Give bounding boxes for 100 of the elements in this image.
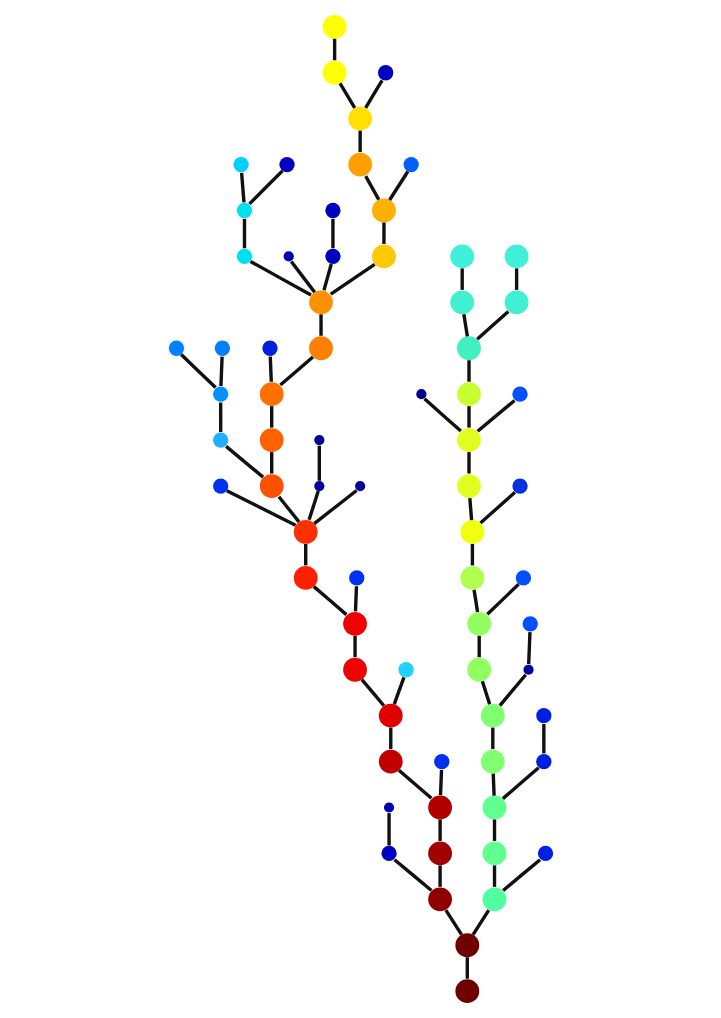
connector [306, 490, 320, 521]
node-circle [313, 435, 324, 446]
connector [353, 586, 358, 612]
node-circle [278, 156, 295, 173]
connector [465, 957, 469, 979]
node-circle [456, 382, 481, 407]
connector [498, 673, 527, 707]
connector [329, 263, 376, 296]
connector [443, 909, 463, 936]
node-circle [504, 290, 529, 315]
connector [239, 172, 246, 203]
connector [480, 680, 491, 705]
connector [338, 82, 356, 109]
node-circle [232, 156, 249, 173]
connector [397, 769, 433, 800]
node-circle [456, 474, 481, 498]
node-circle [308, 336, 333, 361]
node-circle [259, 474, 284, 498]
node-circle [348, 570, 364, 586]
connector [437, 865, 442, 887]
node-circle [535, 708, 551, 724]
node-circle [454, 933, 479, 958]
connector [321, 263, 333, 291]
node-circle [236, 202, 252, 219]
node-circle [482, 795, 506, 820]
node-circle [380, 845, 397, 862]
connector [218, 356, 224, 387]
connector [268, 356, 273, 382]
connector [514, 268, 518, 290]
node-circle [460, 566, 484, 590]
node-circle [261, 340, 278, 356]
connector [242, 218, 246, 249]
connector [332, 38, 336, 61]
connector [303, 543, 307, 566]
node-circle [456, 336, 481, 361]
node-circle [324, 202, 341, 219]
node-circle [511, 386, 528, 402]
node-circle [482, 841, 506, 866]
node-circle [168, 340, 184, 356]
connector [247, 169, 284, 206]
connector [224, 445, 264, 479]
node-circle [378, 749, 403, 774]
node-circle [308, 290, 333, 315]
connector [492, 865, 496, 887]
node-circle [480, 749, 505, 774]
connector [422, 397, 462, 433]
connector [381, 222, 386, 244]
node-circle [371, 244, 396, 269]
connector [277, 495, 300, 523]
node-circle [283, 251, 294, 262]
node-circle [456, 428, 481, 452]
node-circle [293, 566, 318, 590]
connector [466, 406, 471, 428]
connector [388, 727, 392, 750]
node-circle [342, 611, 367, 636]
connector [312, 585, 347, 616]
connector [475, 310, 509, 341]
connector [387, 170, 409, 201]
connector [477, 635, 481, 658]
node-circle [537, 845, 553, 862]
connector [225, 489, 296, 527]
connector [437, 819, 442, 841]
node-circle [378, 703, 403, 728]
node-circle [427, 795, 452, 820]
connector [438, 769, 443, 796]
connector [352, 635, 357, 658]
node-circle [433, 753, 449, 770]
connector [476, 399, 516, 433]
connector [526, 632, 532, 665]
node-circle [214, 340, 230, 356]
connector [269, 452, 273, 474]
node-circle [522, 616, 538, 632]
connector [269, 406, 273, 428]
node-circle [535, 753, 551, 770]
connector [278, 355, 314, 387]
node-circle [383, 802, 394, 813]
connector [363, 79, 384, 109]
node-circle [354, 480, 365, 492]
connector [492, 819, 496, 841]
node-circle [415, 389, 426, 400]
node-circle [322, 60, 347, 85]
connector [330, 218, 335, 249]
node-circle [212, 386, 228, 402]
node-circle [342, 657, 367, 682]
connector [318, 314, 323, 336]
node-circle [427, 841, 452, 866]
node-circle [454, 979, 479, 1004]
connector [470, 543, 474, 566]
connector [471, 909, 490, 936]
node-circle [212, 478, 228, 494]
connector [541, 724, 546, 754]
node-circle [522, 664, 534, 675]
connector [467, 497, 473, 521]
connector [466, 360, 471, 382]
node-circle [449, 244, 474, 269]
connector [289, 260, 316, 294]
connector [363, 175, 380, 201]
connector [485, 582, 520, 616]
connector [392, 676, 406, 705]
connector [501, 858, 541, 892]
